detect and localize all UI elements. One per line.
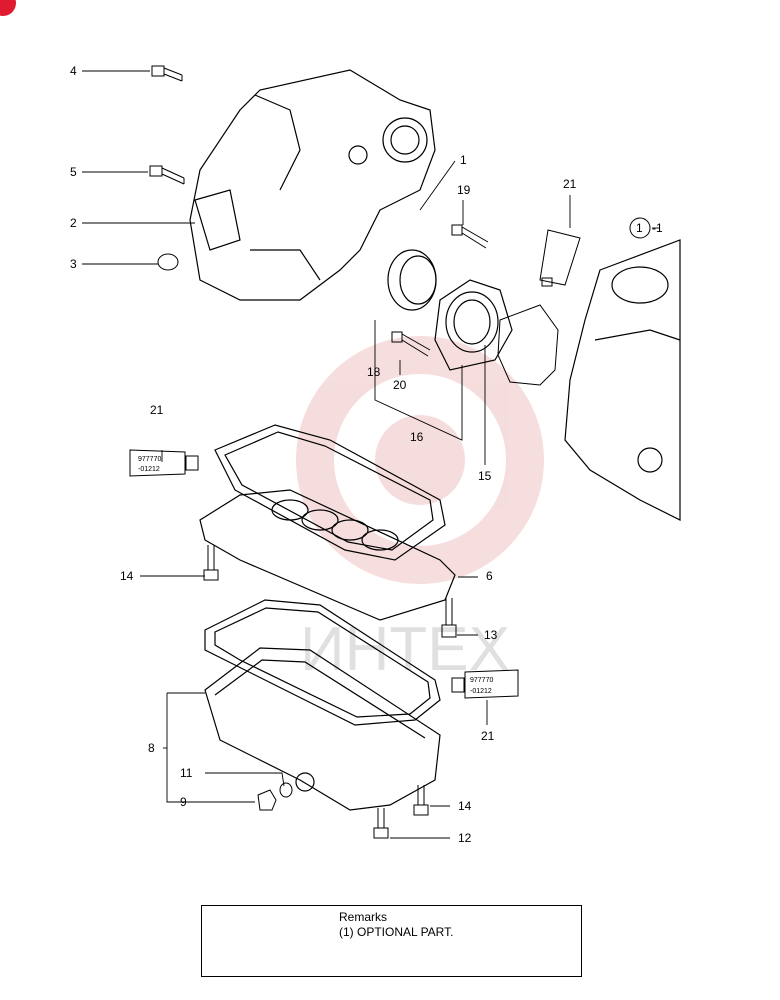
callout-21-top: 21 — [563, 177, 577, 191]
callout-15: 15 — [478, 469, 492, 483]
tube-code-line2-right: -01212 — [470, 688, 492, 695]
callout-4: 4 — [70, 64, 77, 78]
callout-14-upper: 14 — [120, 569, 134, 583]
callout-1: 1 — [460, 153, 467, 167]
callout-6: 6 — [486, 569, 493, 583]
callout-21-right: 21 — [481, 729, 495, 743]
callout-8: 8 — [148, 741, 155, 755]
callout-18: 18 — [367, 365, 381, 379]
callout-13: 13 — [484, 628, 498, 642]
oil-pan — [204, 647, 441, 811]
bolt-14-upper — [203, 545, 219, 581]
watermark-logo — [296, 336, 544, 584]
corner-badge — [0, 0, 16, 16]
callout-labels: 4 5 2 3 1 19 21 18 20 16 15 21 14 6 13 2… — [70, 64, 577, 845]
plug-3 — [157, 253, 179, 271]
remarks-box: Remarks (1) OPTIONAL PART. — [201, 905, 582, 977]
oil-seal-18 — [387, 249, 437, 311]
block-plate-6 — [199, 489, 456, 621]
flywheel-housing — [189, 69, 436, 301]
bolt-13 — [441, 598, 457, 638]
leader-lines — [82, 70, 660, 839]
remarks-title: Remarks — [339, 910, 388, 924]
callout-20: 20 — [393, 378, 407, 392]
washer-11 — [279, 782, 293, 798]
callout-2: 2 — [70, 216, 77, 230]
bolt-12 — [373, 808, 389, 839]
callout-21-left: 21 — [150, 403, 164, 417]
drain-plug-9 — [257, 789, 277, 811]
callout-11: 11 — [180, 766, 193, 780]
tube-code-line2: -01212 — [138, 466, 160, 473]
callout-5: 5 — [70, 165, 77, 179]
sealant-tube-top — [539, 229, 581, 287]
tube-code-line1-right: 977770 — [470, 677, 493, 684]
remarks-item: (1) OPTIONAL PART. — [339, 925, 454, 939]
sealant-tube-right: 977770 -01212 — [451, 669, 519, 699]
reference-callout: 1 -1 — [629, 217, 663, 239]
bolt-4 — [151, 65, 183, 82]
watermark-text: ИНТЕХ — [300, 615, 510, 684]
callout-12: 12 — [458, 831, 472, 845]
callout-9: 9 — [180, 795, 187, 809]
gasket-right — [497, 304, 559, 386]
bolt-14-lower — [413, 785, 429, 816]
tube-code-line1: 977770 — [138, 456, 161, 463]
callout-3: 3 — [70, 257, 77, 271]
seal-retainer-16 — [434, 279, 513, 371]
callout-14-lower: 14 — [458, 799, 472, 813]
oil-pan-gasket — [204, 599, 441, 726]
bolt-19 — [451, 224, 489, 249]
bolt-20 — [391, 331, 431, 357]
callout-19: 19 — [457, 183, 471, 197]
reference-callout-number: 1 — [636, 221, 643, 235]
bolt-5 — [149, 165, 185, 185]
reference-callout-suffix: -1 — [652, 221, 663, 235]
sealant-tube-left: 977770 -01212 — [129, 449, 199, 477]
cylinder-block — [564, 239, 681, 521]
callout-16: 16 — [410, 430, 424, 444]
